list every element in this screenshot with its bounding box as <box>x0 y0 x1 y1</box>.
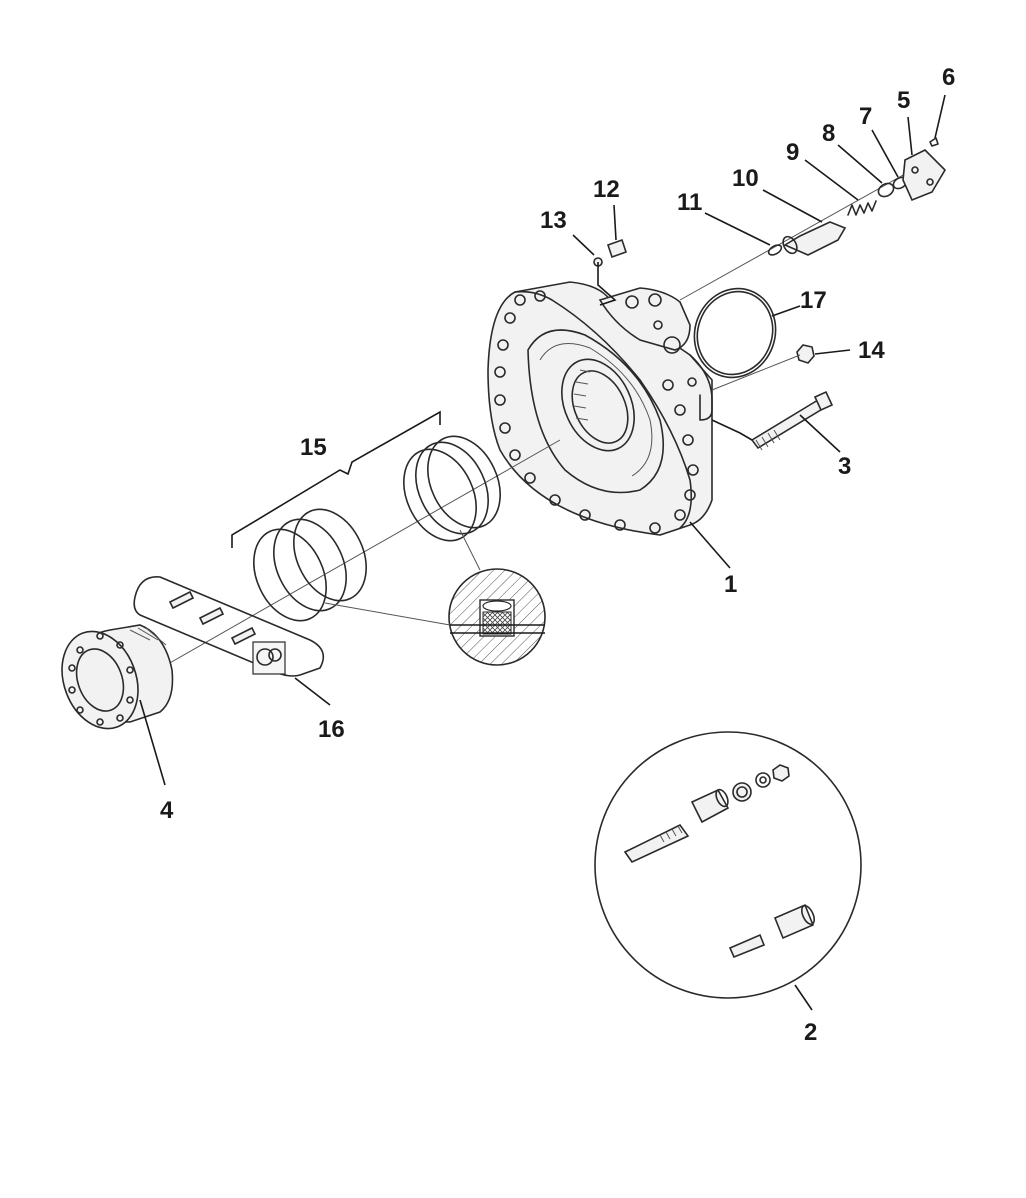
callout-16: 16 <box>318 716 345 743</box>
callout-5: 5 <box>897 87 910 114</box>
part-14-nut <box>711 344 815 391</box>
part-1-housing <box>487 281 713 536</box>
callout-15: 15 <box>300 434 327 461</box>
part-16-kit <box>133 576 325 677</box>
callout-2: 2 <box>804 1019 817 1046</box>
callout-7: 7 <box>859 103 872 130</box>
valve-stack <box>679 137 947 301</box>
callout-9: 9 <box>786 139 799 166</box>
callout-3: 3 <box>838 453 851 480</box>
part-13-nut <box>593 257 617 306</box>
callout-4: 4 <box>160 797 174 824</box>
part-6-screw <box>929 137 939 147</box>
part-15-rings <box>139 410 561 681</box>
callout-labels: 1 2 3 4 5 6 7 8 9 10 11 12 13 14 15 16 1… <box>160 64 955 1046</box>
callout-8: 8 <box>822 120 835 147</box>
part-4-cylinder <box>61 624 174 730</box>
callout-6: 6 <box>942 64 955 91</box>
part-10-spool <box>783 221 847 256</box>
leader-lines <box>139 94 946 1011</box>
part-9-spring <box>847 200 877 216</box>
flange-bolt-holes <box>494 290 699 534</box>
callout-17: 17 <box>800 287 827 314</box>
callout-1: 1 <box>724 571 737 598</box>
part-17-o-ring <box>693 287 777 379</box>
callout-13: 13 <box>540 207 567 234</box>
callout-11: 11 <box>677 189 702 216</box>
section-detail <box>324 529 546 666</box>
part-12-plug <box>606 238 628 259</box>
part-5-cover-plate <box>902 149 947 202</box>
callout-14: 14 <box>858 337 885 364</box>
callout-10: 10 <box>732 165 759 192</box>
part-2-detail-kit <box>594 731 862 999</box>
callout-12: 12 <box>593 176 620 203</box>
part-11-washer <box>767 244 783 256</box>
cylinder-holes <box>68 632 134 726</box>
part-3-bolt <box>711 390 834 451</box>
